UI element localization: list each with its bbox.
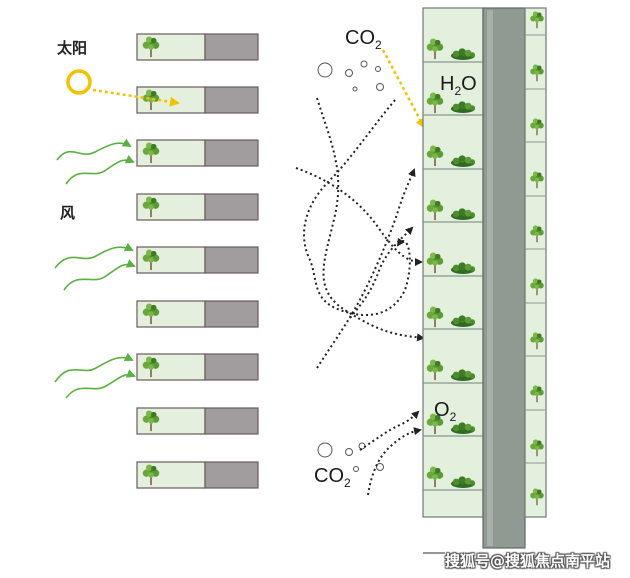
planter-panel xyxy=(136,246,259,274)
watermark: 搜狐号@搜狐焦点南平站 xyxy=(445,552,611,570)
airflow-arrow-icon xyxy=(316,168,416,369)
wind-label: 风 xyxy=(60,204,75,222)
co2-absorb-arrow xyxy=(381,49,426,129)
planter-panel xyxy=(136,139,259,167)
co2-bubbles-top xyxy=(317,60,384,92)
o2-release-paths xyxy=(359,410,422,496)
sun-label: 太阳 xyxy=(57,39,87,57)
planter-panel xyxy=(136,33,259,61)
planter-panel xyxy=(136,407,259,435)
airflow-arrow-icon xyxy=(349,226,414,319)
co2-top-label: CO2 xyxy=(345,27,382,52)
sun-icon xyxy=(66,69,92,95)
co2-bubbles-bottom xyxy=(317,442,384,472)
bubble-icon xyxy=(375,66,381,72)
o2-label: O2 xyxy=(434,399,457,424)
planter-panel-stack xyxy=(136,33,259,489)
bubble-icon xyxy=(345,448,353,456)
sunlight-arrow xyxy=(92,88,180,107)
airflow-arrow-icon xyxy=(295,167,423,266)
planter-panel xyxy=(136,86,259,114)
bubble-icon xyxy=(376,83,384,91)
bubble-icon xyxy=(352,86,358,92)
planter-panel xyxy=(136,353,259,381)
bubble-icon xyxy=(376,463,384,471)
airflow-arrow-icon xyxy=(303,99,411,317)
airflow-arrow-icon xyxy=(367,427,422,496)
bubble-icon xyxy=(317,62,333,78)
co2-bottom-label: CO2 xyxy=(314,465,351,490)
planter-panel xyxy=(136,461,259,489)
h2o-label: H2O xyxy=(440,73,477,98)
bubble-icon xyxy=(345,69,353,77)
planter-panel xyxy=(136,300,259,328)
green-facade-building xyxy=(422,7,547,554)
bubble-icon xyxy=(358,442,366,450)
airflow-arrow-icon xyxy=(316,97,425,342)
bubble-icon xyxy=(360,60,368,68)
airflow-paths xyxy=(295,97,425,369)
planter-panel xyxy=(136,193,259,221)
bubble-icon xyxy=(353,466,359,472)
bubble-icon xyxy=(317,442,333,458)
wind-icon xyxy=(54,138,136,399)
airflow-arrow-icon xyxy=(359,410,420,451)
